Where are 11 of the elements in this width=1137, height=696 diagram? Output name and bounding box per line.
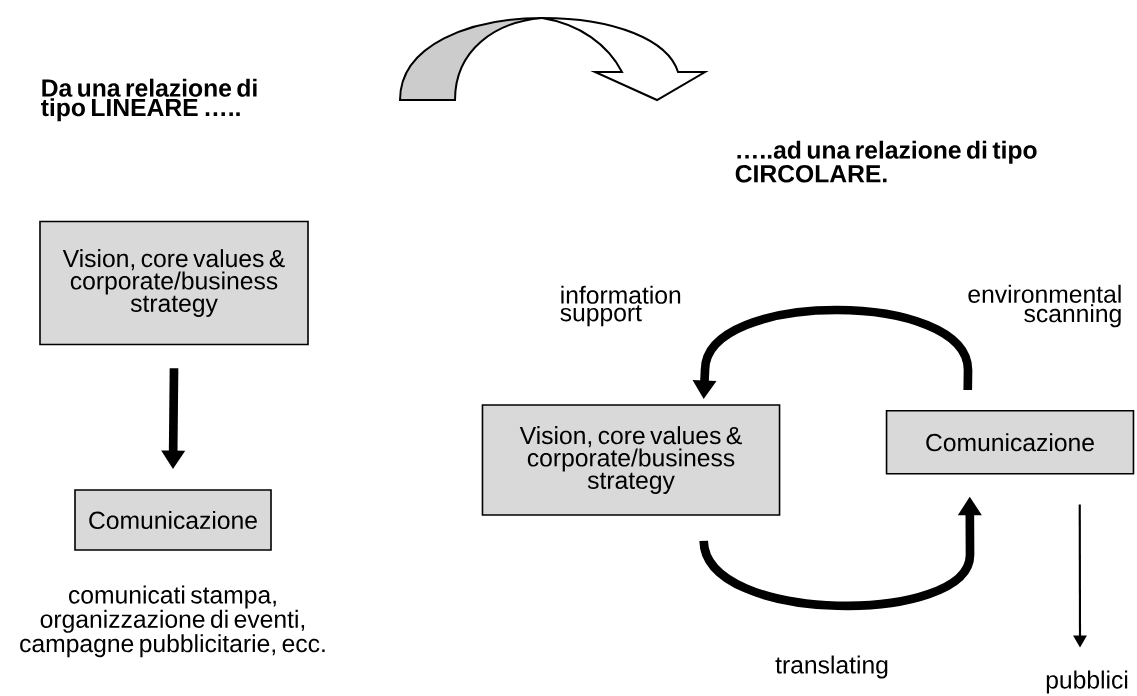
process-box: Comunicazione xyxy=(74,489,272,551)
process-box: Vision, core values & corporate/business strategy xyxy=(481,404,781,516)
heading-text: …..ad una relazione di tipo CIRCOLARE. xyxy=(735,140,1037,183)
annotation-text: environmental scanning xyxy=(968,284,1121,328)
text-label: pubblici xyxy=(1046,670,1128,694)
edge-label: translating xyxy=(772,652,892,682)
annotation-text: information support xyxy=(560,285,681,327)
process-box: Vision, core values & corporate/business strategy xyxy=(39,220,309,346)
caption-text: comunicati stampa, organizzazione di eventi, campagne pubblicitarie, ecc. xyxy=(20,585,325,658)
process-box: Comunicazione xyxy=(885,410,1135,475)
heading-text: Da una relazione di tipo LINEARE ….. xyxy=(41,78,257,122)
